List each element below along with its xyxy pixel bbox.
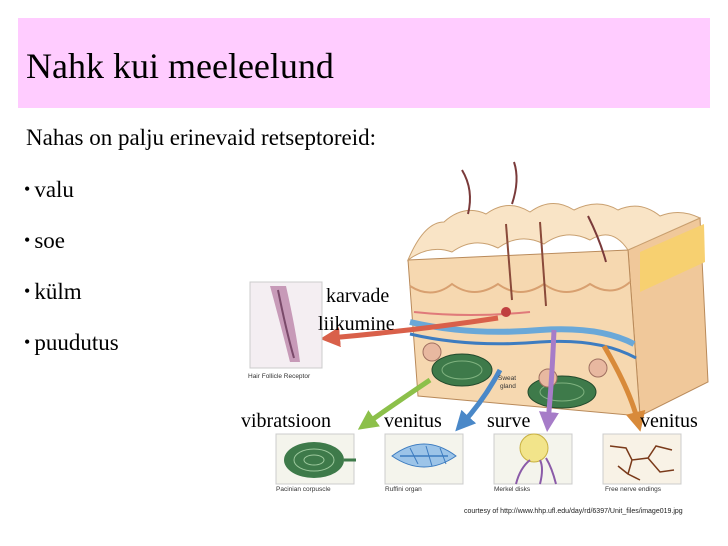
hair-follicle-caption: Hair Follicle Receptor <box>248 373 311 380</box>
vibration-arrow <box>357 377 432 430</box>
pressure-arrow <box>538 329 559 432</box>
sweat-gland-caption-2: gland <box>500 383 516 390</box>
list-item-text: soe <box>34 228 65 253</box>
stretch-arrow-right <box>601 344 646 432</box>
bullet-icon: • <box>24 230 31 250</box>
stretch-label-left: venitus <box>384 410 442 432</box>
hair-movement-arrow <box>320 315 499 348</box>
pacinian-caption: Pacinian corpuscle <box>276 486 331 493</box>
list-item: •külm <box>24 277 119 305</box>
merkel-caption: Merkel disks <box>494 486 531 493</box>
ruffini-caption: Ruffini organ <box>385 486 422 493</box>
list-item: •soe <box>24 226 119 254</box>
pressure-label: surve <box>487 410 531 432</box>
free-nerve-endings-image <box>602 433 682 485</box>
receptor-list: •valu •soe •külm •puudutus <box>24 175 119 379</box>
title-bar: Nahk kui meeleelund <box>18 18 710 108</box>
bullet-icon: • <box>24 281 31 301</box>
skin-block-illustration <box>406 161 709 417</box>
image-credit: courtesy of http://www.hhp.ufl.edu/day/r… <box>464 508 683 515</box>
list-item: •puudutus <box>24 328 119 356</box>
bullet-icon: • <box>24 179 31 199</box>
ruffini-organ-image <box>384 433 464 485</box>
pacinian-corpuscle-image <box>275 433 356 485</box>
stretch-label-right: venitus <box>640 410 698 432</box>
free-nerve-caption: Free nerve endings <box>605 486 662 493</box>
hair-movement-label-line-1: karvade <box>326 285 390 307</box>
intro-text: Nahas on palju erinevaid retseptoreid: <box>26 125 376 150</box>
hair-movement-label-line-2: liikumine <box>318 313 395 335</box>
list-item-text: külm <box>34 279 82 304</box>
slide-title: Nahk kui meeleelund <box>26 46 334 86</box>
sweat-gland-caption-1: Sweat <box>498 375 517 382</box>
merkel-disks-image <box>493 433 573 485</box>
list-item: •valu <box>24 175 119 203</box>
list-item-text: valu <box>34 177 74 202</box>
list-item-text: puudutus <box>34 330 119 355</box>
bullet-icon: • <box>24 332 31 352</box>
vibration-label: vibratsioon <box>241 410 331 432</box>
hair-follicle-receptor-image <box>249 281 323 369</box>
stretch-arrow-left <box>455 368 503 432</box>
